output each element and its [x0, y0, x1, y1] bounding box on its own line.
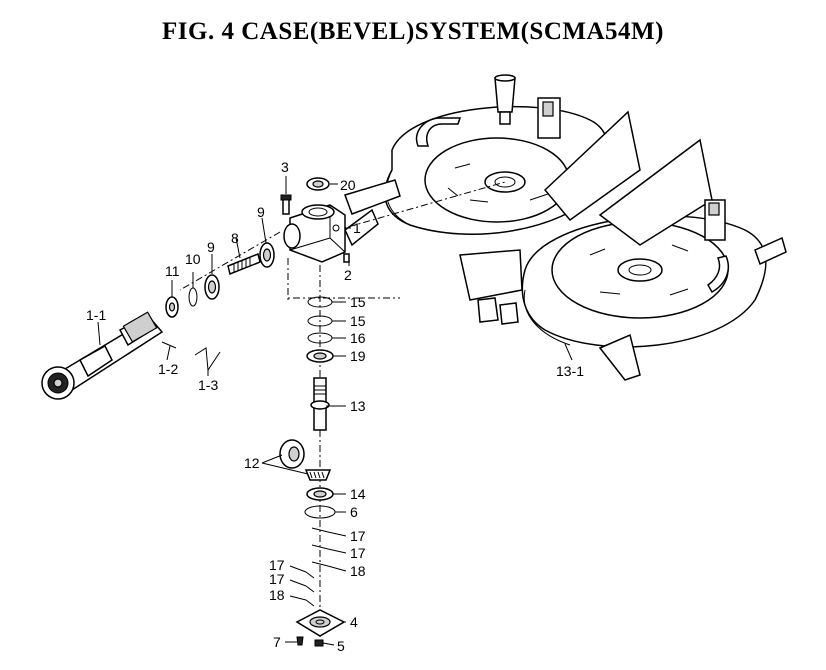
callout-17c: 17	[269, 557, 285, 573]
output-shaft-stack	[279, 296, 346, 647]
callouts: 3 20 1 2 9 8 9 10 11 1-1 1-2 1-3 15 15 1…	[86, 159, 584, 654]
callout-1-2: 1-2	[158, 361, 178, 377]
callout-12: 12	[244, 455, 260, 471]
callout-13-1: 13-1	[556, 363, 584, 379]
pin-and-spring	[161, 341, 221, 372]
callout-8: 8	[231, 230, 239, 246]
callout-9b: 9	[207, 239, 215, 255]
callout-3: 3	[281, 159, 289, 175]
callout-15b: 15	[350, 313, 366, 329]
callout-19: 19	[350, 348, 366, 364]
callout-17b: 17	[350, 545, 366, 561]
callout-11: 11	[165, 263, 180, 279]
pto-shaft	[41, 311, 164, 400]
figure-title: FIG. 4 CASE(BEVEL)SYSTEM(SCMA54M)	[162, 18, 664, 45]
callout-7: 7	[273, 634, 281, 650]
callout-2: 2	[344, 267, 352, 283]
callout-18a: 18	[350, 563, 366, 579]
callout-1: 1	[353, 220, 361, 236]
callout-20: 20	[340, 177, 356, 193]
callout-15a: 15	[350, 294, 366, 310]
callout-4: 4	[350, 614, 358, 630]
leader-lines	[97, 176, 573, 646]
callout-14: 14	[350, 486, 366, 502]
callout-5: 5	[337, 638, 345, 654]
callout-10: 10	[185, 251, 201, 267]
assembly-lines	[179, 181, 506, 640]
callout-6: 6	[350, 504, 358, 520]
input-shaft-parts	[165, 177, 350, 318]
callout-1-3: 1-3	[198, 377, 218, 393]
gearbox-case	[283, 204, 346, 263]
callout-16: 16	[350, 330, 366, 346]
callout-1-1: 1-1	[86, 307, 106, 323]
mower-deck	[344, 74, 787, 381]
callout-17a: 17	[350, 528, 366, 544]
callout-9a: 9	[257, 204, 265, 220]
callout-13: 13	[350, 398, 366, 414]
callout-17d: 17	[269, 571, 285, 587]
callout-18b: 18	[269, 587, 285, 603]
